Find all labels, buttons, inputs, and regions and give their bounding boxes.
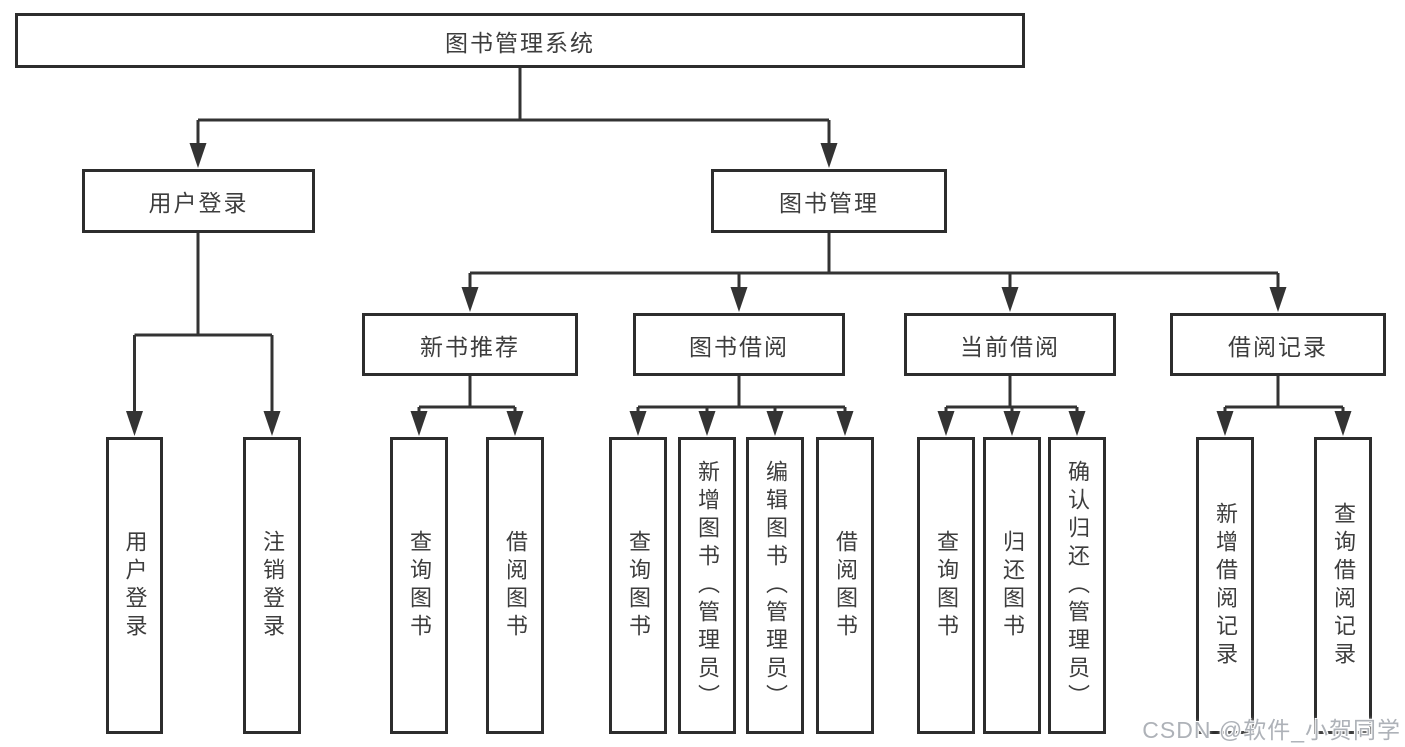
node-book-borrow: 图书借阅 [633,313,845,376]
node-label: 注销登录 [260,529,285,642]
leaf-edit-books-admin: 编辑图书（管理员） [746,437,804,734]
leaf-query-books-borrow: 查询图书 [609,437,667,734]
node-label: 查询图书 [407,529,432,642]
node-label: 借阅图书 [503,529,528,642]
leaf-logout: 注销登录 [243,437,301,734]
node-label: 查询借阅记录 [1331,501,1356,670]
node-label: 查询图书 [934,529,959,642]
node-label: 当前借阅 [960,333,1060,360]
node-label: 新增借阅记录 [1213,501,1238,670]
leaf-borrow-books-recommend: 借阅图书 [486,437,544,734]
leaf-query-books-recommend: 查询图书 [390,437,448,734]
leaf-user-login: 用户登录 [106,437,163,734]
leaf-query-borrow-record: 查询借阅记录 [1314,437,1372,734]
leaf-borrow-books: 借阅图书 [816,437,874,734]
node-label: 用户登录 [148,190,249,216]
node-new-book-recommend: 新书推荐 [362,313,578,376]
node-current-borrow: 当前借阅 [904,313,1116,376]
node-label: 查询图书 [626,529,651,642]
node-label: 确认归还（管理员） [1065,459,1090,712]
node-label: 新书推荐 [420,333,520,360]
leaf-return-books: 归还图书 [983,437,1041,734]
node-label: 借阅图书 [833,529,858,642]
node-book-management: 图书管理 [711,169,947,233]
node-label: 编辑图书（管理员） [763,459,788,712]
node-label: 图书管理系统 [445,29,595,56]
node-label: 图书管理 [779,190,879,216]
csdn-watermark: CSDN @软件_小贺同学 [1142,717,1401,743]
leaf-query-books-current: 查询图书 [917,437,975,734]
node-label: 新增图书（管理员） [695,459,720,712]
node-label: 归还图书 [1000,529,1025,642]
node-label: 借阅记录 [1228,333,1328,360]
node-label: 图书借阅 [689,333,789,360]
node-library-system: 图书管理系统 [15,13,1025,68]
node-user-login-group: 用户登录 [82,169,315,233]
leaf-add-borrow-record: 新增借阅记录 [1196,437,1254,734]
node-label: 用户登录 [122,529,148,642]
node-borrow-records: 借阅记录 [1170,313,1386,376]
leaf-confirm-return-admin: 确认归还（管理员） [1048,437,1106,734]
leaf-add-books-admin: 新增图书（管理员） [678,437,736,734]
